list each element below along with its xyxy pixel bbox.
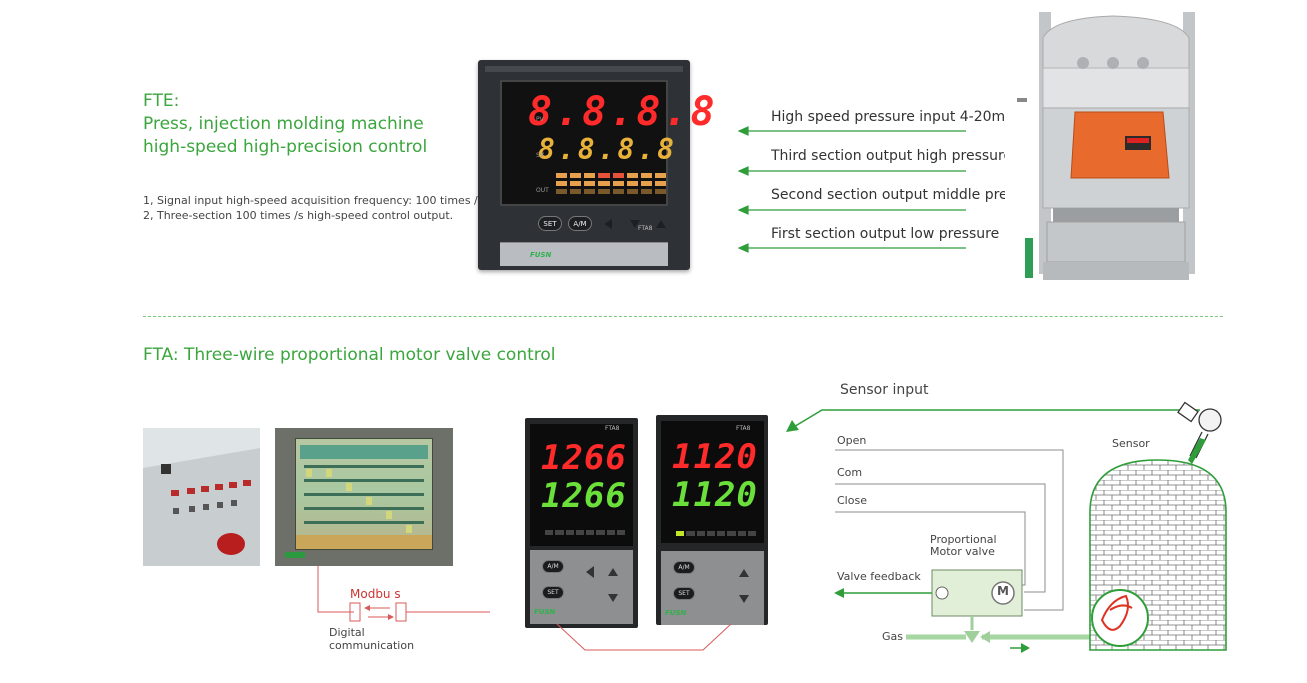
- controller-2-sv: 1120: [672, 475, 758, 515]
- arrow-keys-icon[interactable]: [600, 215, 666, 233]
- proportional-motor-valve-label: Proportional Motor valve: [930, 534, 997, 558]
- controller-1-leds: [545, 530, 625, 535]
- fte-title-line3: high-speed high-precision control: [143, 137, 428, 157]
- modbus-label: Modbu s: [350, 587, 401, 601]
- indicator-led-row-3: [556, 189, 666, 194]
- sensor-label: Sensor: [1112, 437, 1150, 450]
- panel-top-rim: [485, 66, 683, 72]
- signal-label-3: Second section output middle pressure: [771, 187, 1005, 203]
- motor-m-icon: M: [997, 584, 1009, 598]
- valve-feedback-label: Valve feedback: [837, 570, 921, 583]
- close-label: Close: [837, 494, 867, 507]
- signal-label-4: First section output low pressure: [771, 226, 1000, 242]
- controller-2-set-key[interactable]: SET: [673, 587, 695, 600]
- fte-title-line1: FTE:: [143, 91, 180, 111]
- valve-sensor-diagram: [786, 401, 1227, 653]
- valve-label-line2: Motor valve: [930, 545, 995, 558]
- controller-1-sv: 1266: [541, 476, 627, 516]
- sv-tag: SV: [536, 152, 544, 159]
- am-key[interactable]: A/M: [568, 216, 592, 231]
- controller-2-arrow-keys-icon[interactable]: [711, 557, 761, 617]
- fte-note-1: 1, Signal input high-speed acquisition f…: [143, 194, 487, 207]
- controller-2-am-key[interactable]: A/M: [673, 561, 695, 574]
- controller-footer: FUSN FTA8: [500, 225, 668, 266]
- fte-controller-panel: 8.8.8.8 8.8.8.8 PV SV OUT SET A/M FUSN F…: [478, 60, 715, 270]
- open-label: Open: [837, 434, 867, 447]
- controller-2-leds: [676, 531, 756, 536]
- control-cabinet-photo: [143, 428, 260, 566]
- pv-display: 8.8.8.8: [528, 89, 718, 135]
- digital-line1: Digital: [329, 626, 365, 639]
- digital-line2: communication: [329, 639, 415, 652]
- controller-1-model: FTA8: [605, 425, 620, 432]
- signal-label-1: High speed pressure input 4-20mA: [771, 109, 1005, 125]
- controller-1-pv: 1266: [541, 438, 627, 478]
- controller-1-screen: [530, 424, 633, 546]
- indicator-led-row-2: [556, 181, 666, 186]
- hmi-screen-photo: [275, 428, 453, 566]
- brand-logo: FUSN: [530, 251, 552, 259]
- fta-controller-2: FTA8 1120 1120 A/M SET FUSN: [656, 415, 768, 625]
- set-key[interactable]: SET: [538, 216, 562, 231]
- valve-label-line1: Proportional: [930, 533, 997, 546]
- controller-1-arrow-keys-icon[interactable]: [580, 556, 630, 616]
- digital-communication-label: Digital communication: [329, 626, 414, 652]
- controller-2-screen: [661, 421, 764, 543]
- controller-keypad: SET A/M: [500, 210, 668, 240]
- controller-2-pv: 1120: [672, 437, 758, 477]
- signal-arrows: [737, 126, 966, 253]
- modbus-wiring: [317, 566, 490, 622]
- controller-2-brand: FUSN: [665, 609, 687, 617]
- indicator-led-row-1: [556, 173, 666, 178]
- controller-screen: [500, 80, 668, 206]
- sensor-input-label: Sensor input: [840, 382, 929, 398]
- gas-label: Gas: [882, 630, 903, 643]
- hmi-screen-graphic: [296, 445, 432, 549]
- hmi-brand-mark: [285, 552, 305, 558]
- hmi-screen-image: [295, 438, 433, 550]
- out-tag: OUT: [536, 187, 549, 194]
- controller-2-model: FTA8: [736, 425, 751, 432]
- model-label: FTA8: [638, 225, 653, 232]
- fta-title: FTA: Three-wire proportional motor valve…: [143, 345, 556, 365]
- controller-link-wire: [556, 623, 732, 651]
- controller-1-keypad: A/M SET FUSN: [530, 550, 633, 624]
- fte-notes: 1, Signal input high-speed acquisition f…: [143, 193, 487, 223]
- press-machine-image: [1017, 12, 1195, 280]
- controller-1-am-key[interactable]: A/M: [542, 560, 564, 573]
- sv-display: 8.8.8.8: [538, 133, 678, 166]
- fte-title-line2: Press, injection molding machine: [143, 114, 424, 134]
- control-cabinet-image: [143, 428, 260, 566]
- signal-label-2: Third section output high pressure: [771, 148, 1005, 164]
- controller-1-brand: FUSN: [534, 608, 556, 616]
- fte-note-2: 2, Three-section 100 times /s high-speed…: [143, 209, 454, 222]
- fte-title: FTE: Press, injection molding machine hi…: [143, 90, 427, 159]
- controller-2-keypad: A/M SET FUSN: [661, 551, 764, 625]
- fta-controller-1: FTA8 1266 1266 A/M SET FUSN: [525, 418, 638, 628]
- pv-tag: PV: [536, 116, 544, 123]
- com-label: Com: [837, 466, 863, 479]
- section-divider: [143, 316, 1223, 317]
- controller-1-set-key[interactable]: SET: [542, 586, 564, 599]
